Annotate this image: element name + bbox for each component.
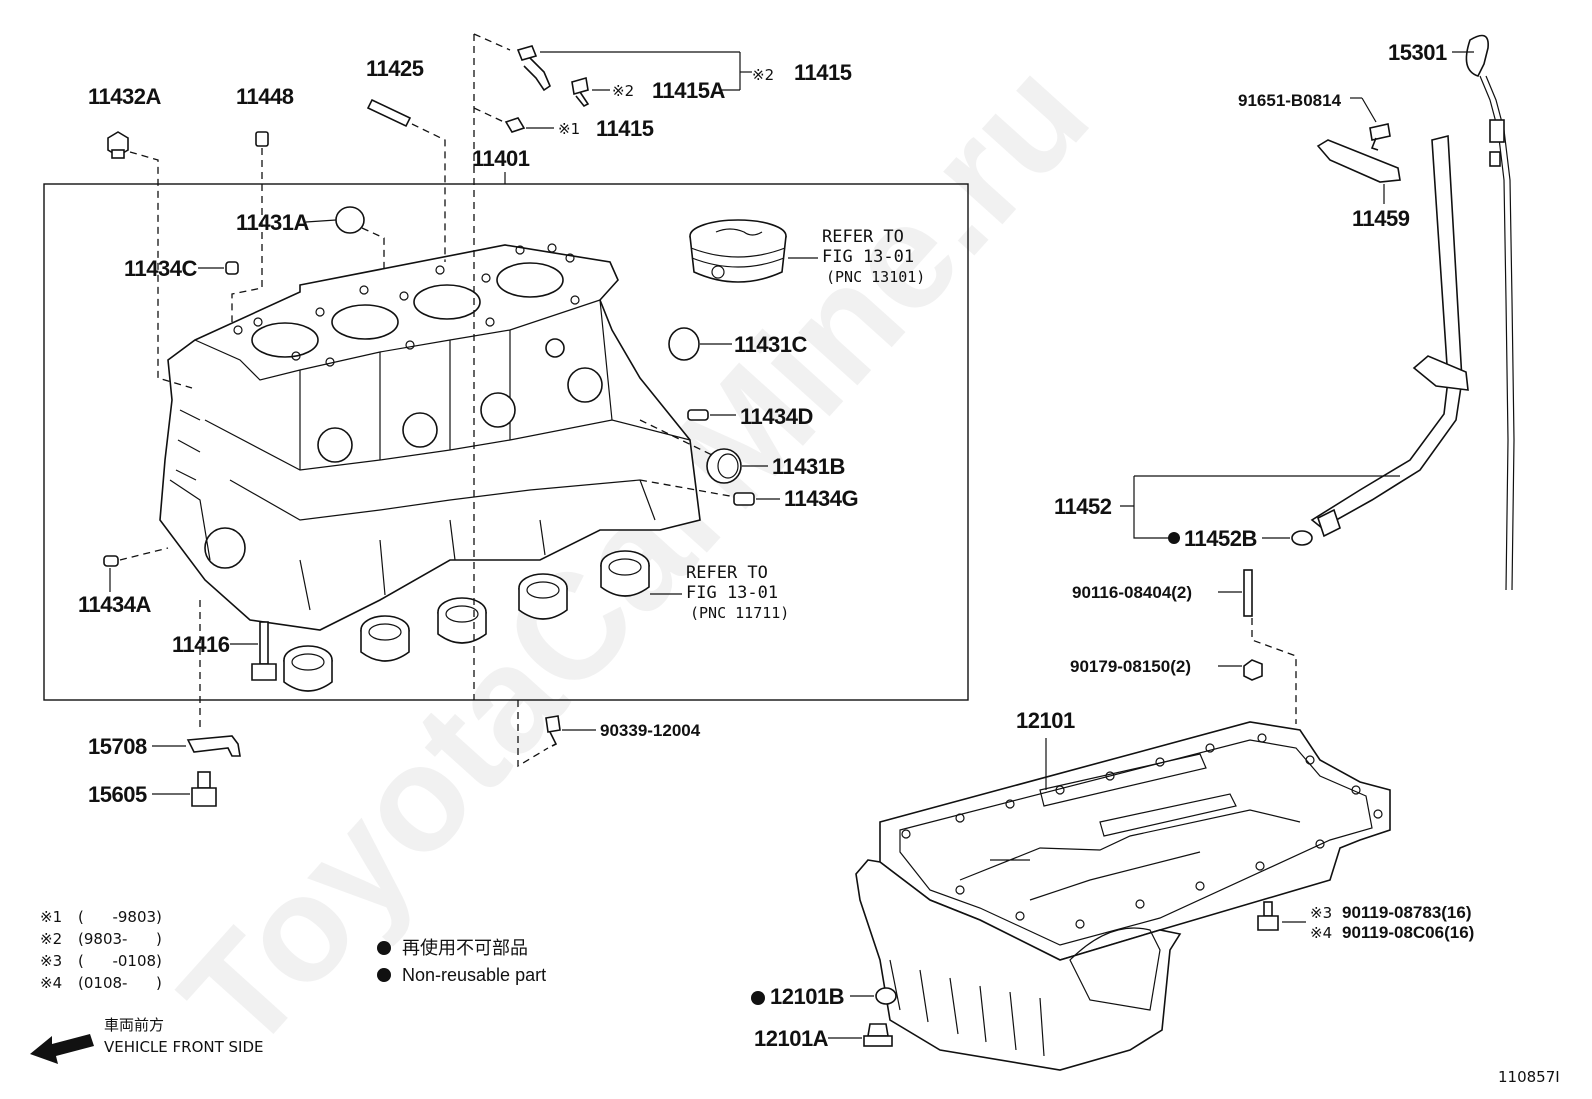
note-mark-4: ※4 [40, 974, 62, 992]
seal-11431B [706, 448, 742, 484]
union-bolt-11415 [516, 45, 551, 92]
bearing-ref-line3: (PNC 11711) [690, 604, 789, 622]
label-11452B: 11452B [1184, 526, 1257, 551]
bearing-ref-line1: REFER TO [686, 563, 768, 583]
label-11448: 11448 [236, 84, 294, 109]
marker-2-group: ※2 [752, 66, 774, 84]
label-90339-12004: 90339-12004 [600, 721, 701, 740]
note-range-1: ( -9803) [78, 908, 162, 926]
legend-non-reusable: 再使用不可部品 Non-reusable part [377, 938, 546, 985]
marker-3-bolt: ※3 [1310, 904, 1332, 922]
front-arrow-icon [30, 1034, 94, 1064]
main-bearing-set [283, 550, 650, 692]
label-11425: 11425 [366, 56, 424, 81]
legend-en: Non-reusable part [402, 965, 546, 985]
o-ring-11452B [1291, 530, 1313, 546]
plug-11415 [504, 117, 526, 133]
piston-ref-line3: (PNC 13101) [826, 268, 925, 286]
label-11431C: 11431C [734, 332, 807, 357]
bolt-11416 [251, 621, 277, 681]
label-11434D: 11434D [740, 404, 813, 429]
label-11431A: 11431A [236, 210, 309, 235]
pin-11434C [225, 261, 239, 275]
label-90119-08783: 90119-08783(16) [1342, 903, 1472, 922]
plug-11432A [107, 131, 129, 159]
label-11434G: 11434G [784, 486, 858, 511]
bearing-ref-line2: FIG 13-01 [686, 583, 778, 603]
label-11434C: 11434C [124, 256, 197, 281]
label-15708: 15708 [88, 734, 147, 759]
marker-1-plug: ※1 [558, 120, 580, 138]
label-11415A: 11415A [652, 78, 725, 103]
label-11416: 11416 [172, 632, 230, 657]
label-11415-plug: 11415 [596, 116, 654, 141]
bolt-91651-B0814 [1369, 123, 1391, 151]
label-12101B: 12101B [770, 984, 844, 1009]
marker-4-bolt: ※4 [1310, 924, 1332, 942]
label-11401: 11401 [472, 146, 530, 171]
note-mark-2: ※2 [40, 930, 62, 948]
bolt-90119 [1257, 901, 1279, 931]
pin-11448 [255, 131, 269, 147]
note-mark-3: ※3 [40, 952, 62, 970]
cylinder-block-drawing [159, 243, 701, 631]
label-11432A: 11432A [88, 84, 161, 109]
label-90179-08150: 90179-08150(2) [1070, 657, 1191, 676]
label-11431B: 11431B [772, 454, 845, 479]
pin-11434G [733, 492, 755, 506]
label-11415-group: 11415 [794, 60, 852, 85]
oil-pan-12101 [855, 721, 1391, 1071]
relief-valve-15605 [191, 771, 217, 807]
note-range-3: ( -0108) [78, 952, 162, 970]
legend-dot-en [377, 968, 391, 982]
piston-ref-line1: REFER TO [822, 227, 904, 247]
label-11452: 11452 [1054, 494, 1112, 519]
legend-dot-jp [377, 941, 391, 955]
bracket-15708 [186, 735, 241, 757]
diagram-id: 110857I [1498, 1068, 1560, 1086]
label-90116-08404: 90116-08404(2) [1072, 583, 1192, 602]
marker-2-bolt: ※2 [612, 82, 634, 100]
front-label-jp: 車両前方 [104, 1016, 164, 1034]
bracket-11459 [1316, 139, 1401, 183]
label-91651-B0814: 91651-B0814 [1238, 91, 1342, 110]
non-reusable-marker-12101B [751, 991, 765, 1005]
cylinder-block-frame [43, 183, 969, 701]
oil-level-gauge-15301 [1465, 34, 1515, 591]
label-11434A: 11434A [78, 592, 151, 617]
pin-11434A [103, 555, 119, 567]
oil-level-gauge-guide [1310, 134, 1469, 538]
front-label-en: VEHICLE FRONT SIDE [104, 1038, 264, 1056]
label-12101: 12101 [1016, 708, 1075, 733]
stud-11425 [366, 98, 412, 128]
non-reusable-marker-11452B [1168, 532, 1180, 544]
nut-90179-08150 [1243, 659, 1263, 681]
note-mark-1: ※1 [40, 908, 62, 926]
label-11459: 11459 [1352, 206, 1410, 231]
vehicle-front-indicator: 車両前方 VEHICLE FRONT SIDE [30, 1016, 264, 1064]
date-range-notes: ※1 ( -9803) ※2 (9803- ) ※3 ( -0108) ※4 (… [40, 908, 162, 992]
note-range-4: (0108- ) [78, 974, 162, 992]
plug-11431C [668, 327, 700, 361]
stud-90116-08404 [1243, 569, 1253, 617]
label-90119-08C06: 90119-08C06(16) [1342, 923, 1474, 942]
note-range-2: (9803- ) [78, 930, 162, 948]
bolt-11415A [571, 76, 590, 108]
piston-ref-line2: FIG 13-01 [822, 247, 914, 267]
pin-11434D [687, 409, 709, 421]
legend-jp: 再使用不可部品 [402, 938, 528, 958]
plug-90339-12004 [545, 715, 561, 747]
label-12101A: 12101A [754, 1026, 829, 1051]
drain-plug-12101A [863, 1023, 893, 1047]
plug-11431A [335, 206, 365, 234]
piston-reference-drawing [689, 219, 787, 283]
label-15605: 15605 [88, 782, 147, 807]
label-15301: 15301 [1388, 40, 1447, 65]
gasket-12101B [875, 987, 897, 1005]
